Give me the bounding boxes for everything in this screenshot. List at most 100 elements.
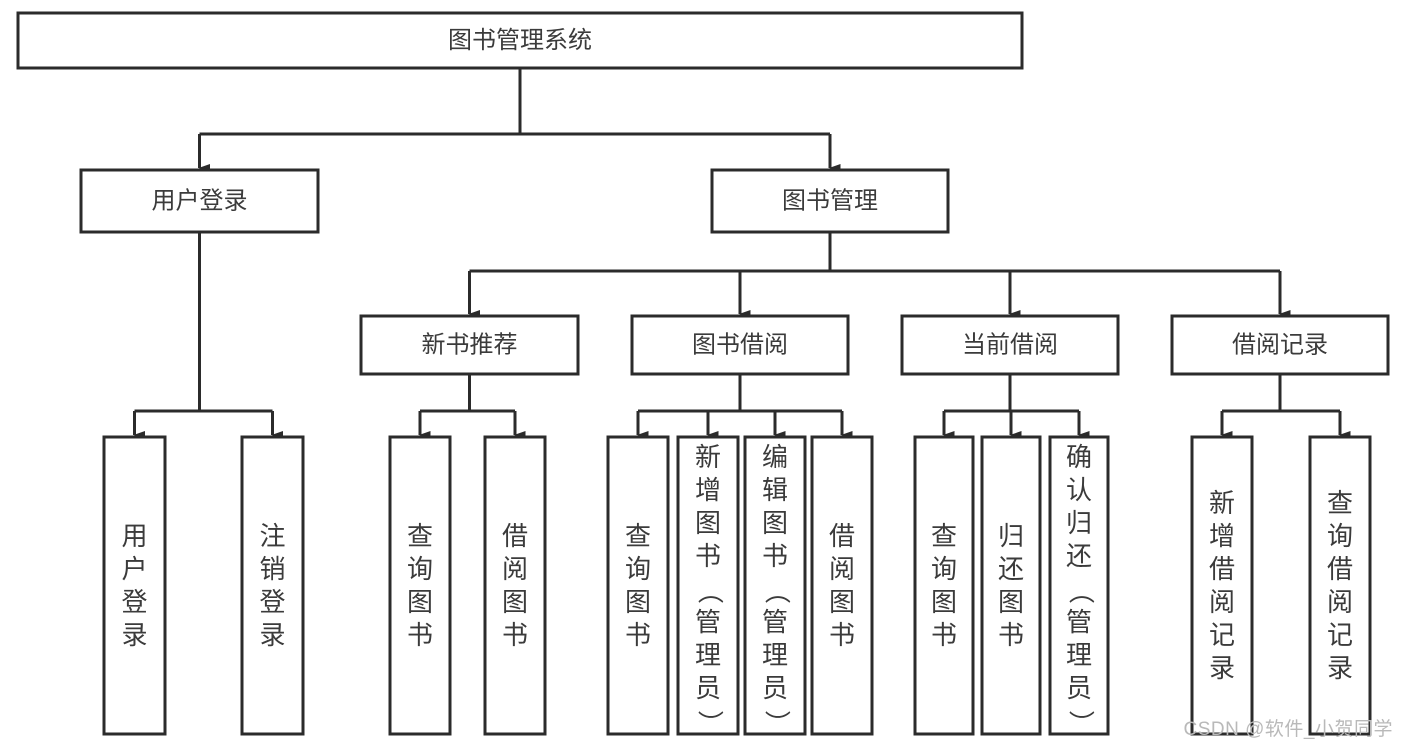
leaf-borrow-book-1-box[interactable] <box>483 435 547 736</box>
leaf-borrow-book-2-box[interactable] <box>810 435 874 736</box>
leaf-query-book-1-box[interactable] <box>388 435 452 736</box>
leaf-query-book-1-char: 书 <box>407 620 433 650</box>
leaf-confirm-return-char: 确 <box>1066 442 1092 472</box>
leaf-borrow-book-1-char: 阅 <box>502 554 528 584</box>
leaf-edit-book-char: ） <box>762 710 792 736</box>
leaf-borrow-book-2-char: 阅 <box>829 554 855 584</box>
leaf-edit-book-char: 编 <box>762 442 788 472</box>
leaf-edit-book-char: 员 <box>762 673 788 703</box>
leaf-query-book-2-char: 书 <box>625 620 651 650</box>
leaf-borrow-book-1-char: 借 <box>502 521 528 551</box>
leaf-query-book-3-char: 书 <box>931 620 957 650</box>
leaf-borrow-book-2-char: 借 <box>829 521 855 551</box>
leaf-confirm-return-char: ） <box>1066 710 1096 736</box>
leaf-user-login-char: 录 <box>121 620 147 650</box>
leaf-confirm-return-char: 认 <box>1066 475 1092 505</box>
leaf-query-book-3-char: 询 <box>931 554 957 584</box>
leaf-user-login-box[interactable] <box>102 435 167 736</box>
node-root-box[interactable] <box>16 11 1024 70</box>
leaf-query-book-1-char: 图 <box>407 587 433 617</box>
node-l2-user-login[interactable]: 用户登录 <box>79 168 320 234</box>
leaf-edit-book-char: 书 <box>762 541 788 571</box>
leaf-edit-book-box[interactable] <box>743 435 807 736</box>
node-l2-user-login-box[interactable] <box>79 168 320 234</box>
leaf-add-book-char: 理 <box>695 640 721 670</box>
leaf-confirm-return-char: （ <box>1066 578 1096 604</box>
leaf-borrow-book-1-char: 书 <box>502 620 528 650</box>
leaf-edit-book-char: （ <box>762 578 792 604</box>
leaf-query-book-2-box[interactable] <box>606 435 670 736</box>
leaf-logout-char: 录 <box>259 620 285 650</box>
leaf-add-record-char: 增 <box>1209 521 1235 551</box>
node-l3-borrow-record-label: 借阅记录 <box>1232 331 1328 358</box>
node-l3-current-borrow[interactable]: 当前借阅 <box>900 314 1120 376</box>
leaf-logout-char: 登 <box>259 587 285 617</box>
node-l3-book-borrow-label: 图书借阅 <box>692 331 788 358</box>
leaf-confirm-return-char: 管 <box>1066 607 1092 637</box>
leaf-return-book-char: 书 <box>998 620 1024 650</box>
leaf-edit-book-char: 图 <box>762 508 788 538</box>
leaf-return-book-char: 还 <box>998 554 1024 584</box>
leaf-edit-book-char: 管 <box>762 607 788 637</box>
leaf-add-book-box[interactable] <box>676 435 740 736</box>
node-l3-book-borrow-box[interactable] <box>630 314 850 376</box>
leaf-borrow-book-2-char: 图 <box>829 587 855 617</box>
node-l3-new-book-recommend-label: 新书推荐 <box>422 331 518 358</box>
leaf-user-login-char: 登 <box>121 587 147 617</box>
leaf-query-book-3-box[interactable] <box>913 435 975 736</box>
node-l3-new-book-recommend-box[interactable] <box>359 314 580 376</box>
leaf-leaf-user-login[interactable]: 用户登录 <box>102 435 167 736</box>
leaf-logout-char: 销 <box>259 554 285 584</box>
leaf-borrow-book-2-char: 书 <box>829 620 855 650</box>
leaf-query-book-3-char: 图 <box>931 587 957 617</box>
leaf-return-book-char: 归 <box>998 521 1024 551</box>
leaf-logout-box[interactable] <box>240 435 305 736</box>
leaf-query-book-2-char: 查 <box>625 521 651 551</box>
node-l3-current-borrow-box[interactable] <box>900 314 1120 376</box>
leaf-return-book-box[interactable] <box>980 435 1042 736</box>
leaf-borrow-book-1-char: 图 <box>502 587 528 617</box>
leaf-add-record-char: 记 <box>1209 620 1235 650</box>
leaf-query-book-1-char: 询 <box>407 554 433 584</box>
node-l3-new-book-recommend[interactable]: 新书推荐 <box>359 314 580 376</box>
node-l3-borrow-record[interactable]: 借阅记录 <box>1170 314 1390 376</box>
leaf-query-record-char: 录 <box>1327 653 1353 683</box>
leaf-confirm-return-box[interactable] <box>1048 435 1110 736</box>
node-l2-book-manage-box[interactable] <box>710 168 950 234</box>
leaf-query-record-char: 借 <box>1327 554 1353 584</box>
node-root-label: 图书管理系统 <box>448 27 592 54</box>
node-l2-book-manage[interactable]: 图书管理 <box>710 168 950 234</box>
leaf-confirm-return-char: 归 <box>1066 508 1092 538</box>
leaf-add-book-char: 增 <box>695 475 721 505</box>
leaf-query-record-box[interactable] <box>1308 435 1372 736</box>
leaf-add-record-box[interactable] <box>1190 435 1254 736</box>
nodes-layer: 图书管理系统用户登录图书管理新书推荐图书借阅当前借阅借阅记录用户登录注销登录查询… <box>16 11 1390 736</box>
node-l3-book-borrow[interactable]: 图书借阅 <box>630 314 850 376</box>
leaf-confirm-return-char: 员 <box>1066 673 1092 703</box>
leaf-add-book-char: ） <box>695 710 725 736</box>
leaf-user-login-char: 户 <box>121 554 147 584</box>
leaf-query-book-2-char: 询 <box>625 554 651 584</box>
leaf-user-login-char: 用 <box>121 521 147 551</box>
leaf-edit-book-char: 辑 <box>762 475 788 505</box>
leaf-query-record-char: 询 <box>1327 521 1353 551</box>
node-root[interactable]: 图书管理系统 <box>16 11 1024 70</box>
node-l3-borrow-record-box[interactable] <box>1170 314 1390 376</box>
leaf-query-record-char: 阅 <box>1327 587 1353 617</box>
leaf-query-record-char: 记 <box>1327 620 1353 650</box>
leaf-add-book-char: 新 <box>695 442 721 472</box>
